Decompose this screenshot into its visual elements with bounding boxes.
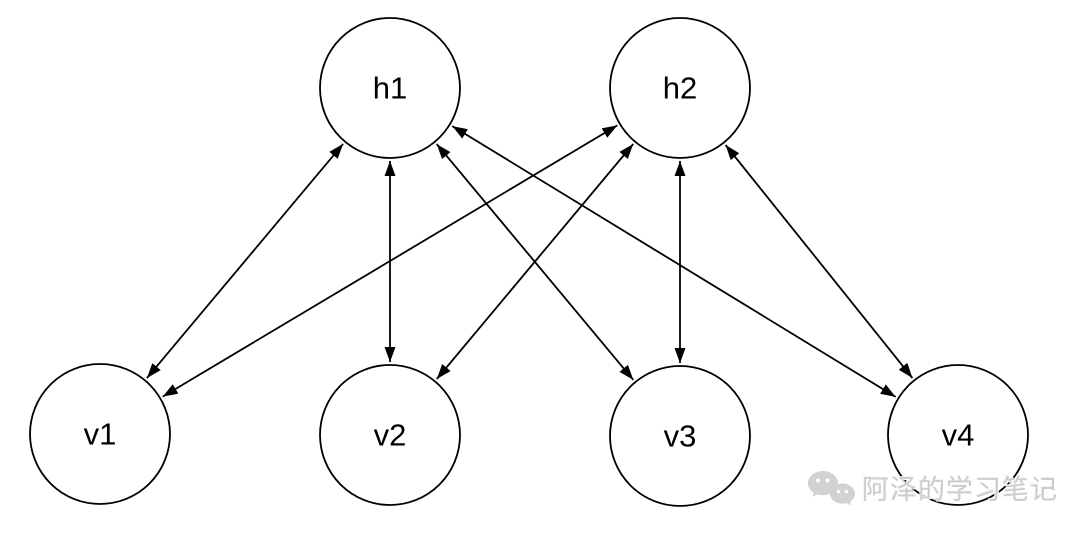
node-label-h1: h1	[373, 71, 407, 106]
node-circle-v3	[609, 365, 751, 507]
node-label-v1: v1	[84, 417, 117, 452]
node-circle-v2	[319, 364, 461, 506]
edge-h1-v1	[146, 143, 344, 379]
node-v1: v1	[29, 363, 171, 505]
node-label-v2: v2	[374, 418, 407, 453]
edge-h1-v4	[451, 125, 897, 398]
node-circle-h2	[609, 17, 751, 159]
node-h1: h1	[319, 17, 461, 159]
edge-h2-v4	[724, 144, 914, 379]
node-circle-v1	[29, 363, 171, 505]
node-v4: v4	[887, 364, 1029, 506]
node-label-v4: v4	[942, 418, 975, 453]
graph-nodes: h1 h2 v1 v2 v3 v4	[29, 17, 1029, 507]
graph-edges	[146, 124, 914, 398]
node-circle-h1	[319, 17, 461, 159]
node-label-v3: v3	[664, 419, 697, 454]
node-v3: v3	[609, 365, 751, 507]
node-h2: h2	[609, 17, 751, 159]
node-v2: v2	[319, 364, 461, 506]
edge-h2-v2	[436, 143, 634, 380]
node-label-h2: h2	[663, 71, 697, 106]
node-circle-v4	[887, 364, 1029, 506]
